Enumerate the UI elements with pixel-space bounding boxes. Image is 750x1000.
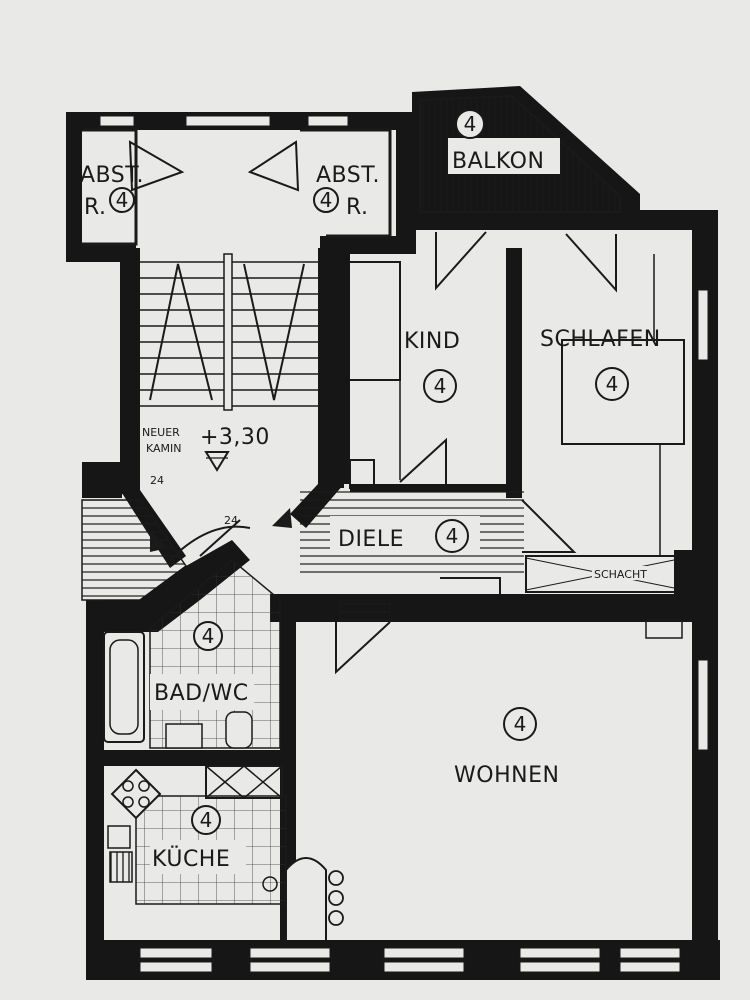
bad-wc-label: BAD/WC	[154, 681, 249, 706]
bad-wc-room: BAD/WC 4	[103, 559, 391, 749]
abst-left-number: 4	[116, 188, 129, 212]
balkon-number: 4	[464, 112, 477, 136]
schlafen-room: SCHLAFEN 4	[521, 233, 685, 556]
step-mark-1: 24	[150, 474, 164, 487]
diele-label: DIELE	[338, 527, 404, 552]
level-mark: +3,30	[200, 425, 270, 450]
balkon-label: BALKON	[452, 149, 544, 174]
abst-right-line1: ABST.	[316, 163, 380, 188]
kamin-line1: NEUER	[142, 426, 180, 439]
kueche-room: KÜCHE 4	[107, 765, 287, 905]
kind-room: KIND 4	[340, 231, 522, 498]
abst-right-room: ABST. R. 4	[247, 128, 392, 238]
bad-wc-number: 4	[202, 624, 215, 648]
diele-room: DIELE 4 SCHACHT	[300, 484, 692, 596]
abst-left-room: ABST. R. 4	[80, 128, 185, 246]
abst-left-line2: R.	[84, 195, 107, 220]
kamin-line2: KAMIN	[146, 442, 182, 455]
interior-walls	[104, 540, 692, 940]
wohnen-number: 4	[514, 712, 527, 736]
outer-walls	[66, 112, 720, 980]
schlafen-label: SCHLAFEN	[540, 327, 661, 352]
kueche-number: 4	[200, 808, 213, 832]
wohnen-room: WOHNEN 4	[285, 707, 559, 940]
balkon-room: BALKON 4	[412, 86, 640, 213]
abst-right-line2: R.	[346, 195, 369, 220]
abst-right-number: 4	[320, 188, 333, 212]
kind-label: KIND	[404, 329, 460, 354]
landing-steps	[81, 462, 188, 601]
schlafen-number: 4	[606, 372, 619, 396]
wohnen-label: WOHNEN	[454, 763, 559, 788]
step-mark-2: 24	[224, 514, 238, 527]
kueche-label: KÜCHE	[152, 846, 230, 872]
schacht-label: SCHACHT	[594, 568, 647, 581]
kind-number: 4	[434, 374, 447, 398]
diele-number: 4	[446, 524, 459, 548]
abst-left-line1: ABST.	[80, 163, 144, 188]
